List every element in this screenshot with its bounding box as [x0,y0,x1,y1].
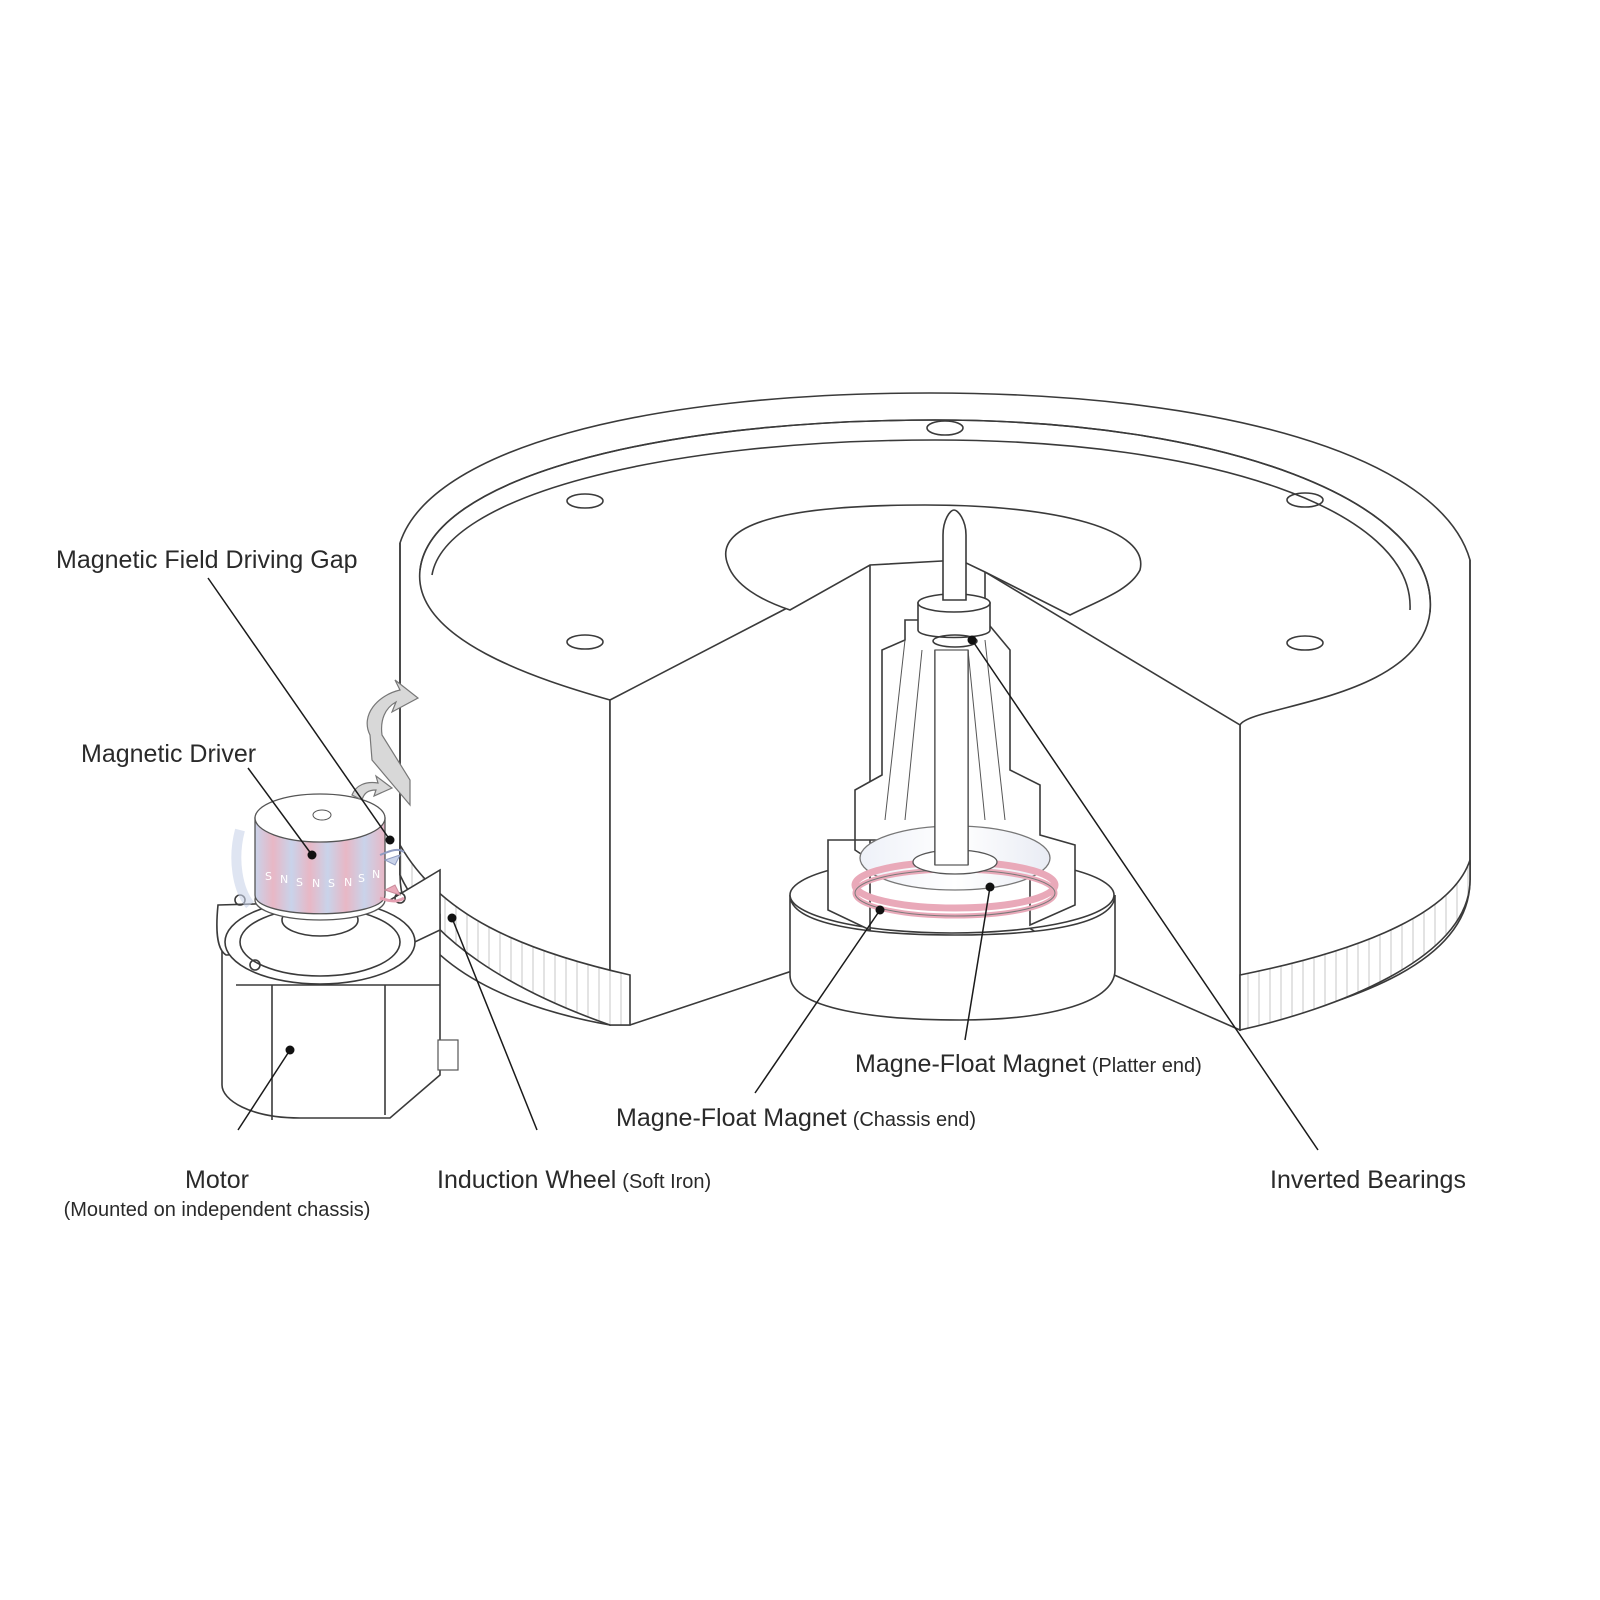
pole-markings: S N S N S N S N [265,868,380,890]
pole-label: N [344,876,352,889]
label-motor-note: (Mounted on independent chassis) [64,1199,371,1221]
labels: Magnetic Field Driving Gap Magnetic Driv… [56,546,1466,1221]
leader-dot [875,905,885,915]
pole-label: S [265,870,272,883]
pole-label: S [328,877,335,890]
label-motor: Motor [185,1166,249,1194]
label-platter-magnet-main: Magne-Float Magnet [855,1050,1086,1078]
pole-label: S [296,876,303,889]
pole-label: N [280,873,288,886]
screw-hole-icon [566,493,604,509]
leader-driving-gap [207,577,391,841]
spindle-bearing-assembly [789,509,1116,1021]
pole-label: N [312,877,320,890]
leader-driver [247,767,313,856]
leader-chassis-magnet [754,909,881,1094]
label-magnetic-driver: Magnetic Driver [81,740,256,768]
screw-hole-icon [1286,635,1324,651]
label-platter-magnet: Magne-Float Magnet (Platter end) [855,1050,1202,1078]
pole-label: N [372,868,380,881]
label-chassis-magnet-note: (Chassis end) [853,1109,976,1131]
rotation-arrow-icon [351,774,394,801]
label-inverted-bearings: Inverted Bearings [1270,1166,1466,1194]
leader-lines [207,577,1319,1151]
leader-induction-wheel [451,917,538,1131]
magnetic-driver: S N S N S N S N [231,793,405,921]
label-chassis-magnet: Magne-Float Magnet (Chassis end) [616,1104,976,1132]
leader-motor [237,1049,291,1131]
label-driving-gap: Magnetic Field Driving Gap [56,546,358,574]
label-platter-magnet-note: (Platter end) [1092,1055,1202,1077]
leader-dot [967,635,977,645]
label-induction-wheel-main: Induction Wheel [437,1166,616,1194]
induction-wheel [399,841,1471,1031]
leader-platter-magnet [964,886,991,1041]
rotation-arrow-icon [366,679,420,807]
label-chassis-magnet-main: Magne-Float Magnet [616,1104,847,1132]
pole-label: S [358,872,365,885]
label-induction-wheel-note: (Soft Iron) [622,1171,711,1193]
screw-hole-icon [566,634,604,650]
leader-dot [985,882,995,892]
motor-assembly: S N S N S N S N [216,679,459,1120]
label-induction-wheel: Induction Wheel (Soft Iron) [437,1166,711,1194]
screw-hole-icon [1286,492,1324,508]
leader-dot [307,850,317,860]
leader-dot [447,913,457,923]
leader-dot [385,835,395,845]
leader-dot [285,1045,295,1055]
screw-hole-icon [926,420,964,436]
leader-bearings [971,639,1319,1151]
